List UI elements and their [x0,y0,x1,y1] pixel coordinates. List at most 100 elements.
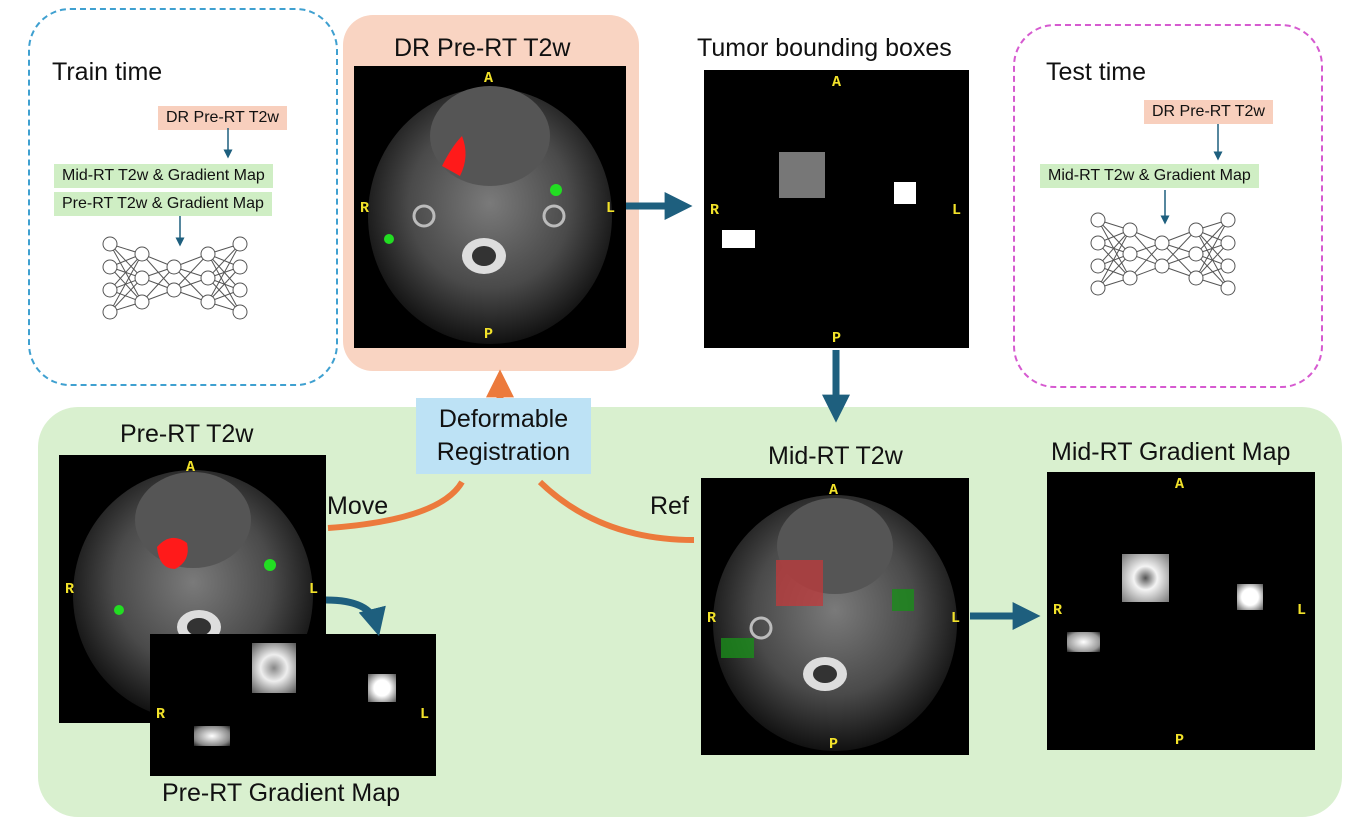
mid-orient-l: L [951,610,961,627]
test-network-icon [1090,212,1236,296]
ref-label: Ref [650,492,689,520]
train-time-panel [28,8,338,386]
bbox-orient-p: P [832,330,842,347]
network-node [1220,212,1236,228]
network-node [134,270,150,286]
train-time-title: Train time [52,58,163,86]
network-node [1188,270,1204,286]
test-time-title: Test time [1046,58,1147,86]
midgrad-orient-r: R [1053,602,1063,619]
pre-rt-title: Pre-RT T2w [120,420,254,448]
bbox-node-right [722,230,755,248]
bbox-orient-l: L [952,202,962,219]
network-node [1122,246,1138,262]
bbox-orient-a: A [832,74,842,91]
network-node [232,304,248,320]
network-node [200,270,216,286]
pregrad-orient-l: L [420,706,430,723]
bbox-image: A P R L [704,70,969,348]
train-input-dr: DR Pre-RT T2w [158,106,287,130]
network-node [102,259,118,275]
network-node [232,236,248,252]
pre-grad-title: Pre-RT Gradient Map [162,779,401,807]
network-node [166,259,182,275]
pre-orient-a: A [186,459,196,476]
dr-pre-rt-title: DR Pre-RT T2w [394,34,571,62]
midgrad-orient-p: P [1175,732,1185,749]
network-node [232,282,248,298]
dr-mri-scan [368,86,612,344]
network-node [232,259,248,275]
pregrad-orient-r: R [156,706,166,723]
test-input-mid: Mid-RT T2w & Gradient Map [1040,164,1259,188]
network-node [1154,258,1170,274]
network-node [1090,212,1106,228]
dr-orient-p: P [484,326,494,343]
pre-grad-node-right [194,726,230,746]
deformable-registration-box: Deformable Registration [416,398,591,474]
network-node [200,294,216,310]
pre-grad-primary [252,643,296,693]
mid-rt-title: Mid-RT T2w [768,442,903,470]
dr-node-left [550,184,562,196]
train-input-mid: Mid-RT T2w & Gradient Map [54,164,273,188]
network-node [102,282,118,298]
network-node [134,246,150,262]
network-node [1188,246,1204,262]
network-node [102,304,118,320]
dr-tumor [442,136,466,176]
mid-bbox-primary [776,560,823,606]
network-node [134,294,150,310]
dr-orient-r: R [360,200,370,217]
network-node [1154,235,1170,251]
mid-grad-title: Mid-RT Gradient Map [1051,438,1291,466]
network-node [102,236,118,252]
bbox-orient-r: R [710,202,720,219]
bbox-node-left [894,182,916,204]
mid-grad-node-right [1067,632,1100,652]
ref-curve [537,479,695,543]
registration-line2: Registration [436,438,571,466]
network-node [1188,222,1204,238]
train-network-icon [102,236,248,320]
dr-node-right [384,234,394,244]
network-node [1090,235,1106,251]
mid-grad-node-left [1237,584,1263,610]
pre-orient-r: R [65,581,75,598]
network-node [1090,280,1106,296]
bbox-primary [779,152,825,198]
bbox-title: Tumor bounding boxes [697,34,952,62]
train-input-pre: Pre-RT T2w & Gradient Map [54,192,272,216]
move-curve [327,480,465,531]
pre-tumor [157,537,188,569]
network-node [1220,258,1236,274]
network-node [166,282,182,298]
midgrad-orient-a: A [1175,476,1185,493]
pre-grad-node-left [368,674,396,702]
arrow-pre-to-grad [325,596,386,637]
dr-orient-a: A [484,70,494,87]
mid-orient-p: P [829,736,839,753]
move-label: Move [327,492,389,520]
midgrad-orient-l: L [1297,602,1307,619]
mid-bbox-node-right [721,638,754,658]
mid-mri-scan [713,495,957,751]
mid-grad-primary [1122,554,1169,602]
network-node [1220,280,1236,296]
network-node [200,246,216,262]
mid-rt-image: A P R L [701,478,969,755]
mid-grad-image: A P R L [1047,472,1315,750]
pre-node-left [264,559,276,571]
pre-grad-image: R L [150,634,436,776]
network-node [1122,270,1138,286]
network-node [1220,235,1236,251]
pre-orient-l: L [309,581,319,598]
dr-pre-rt-image: A P R L [354,66,626,348]
network-node [1090,258,1106,274]
registration-line1: Deformable [438,405,569,433]
dr-orient-l: L [606,200,616,217]
network-node [1122,222,1138,238]
mid-bbox-node-left [892,589,914,611]
mid-orient-r: R [707,610,717,627]
